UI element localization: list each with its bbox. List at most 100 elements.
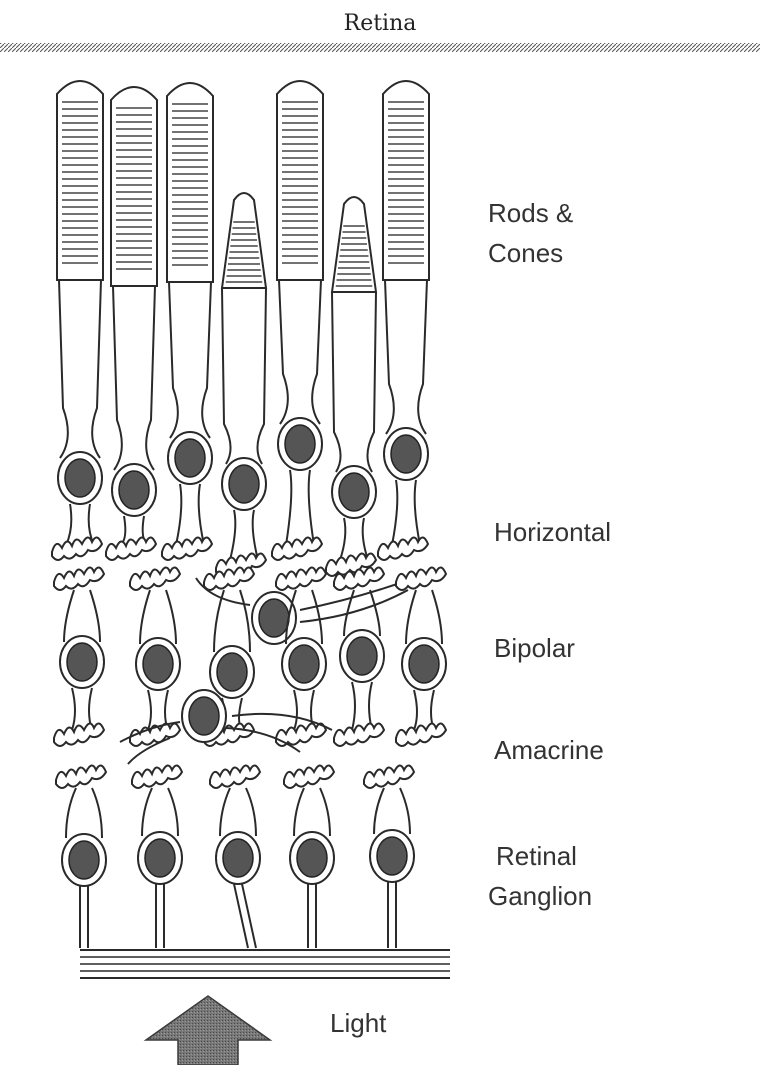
label-rods-cones-line1: Rods &	[488, 198, 573, 228]
rod-nucleus	[175, 439, 205, 477]
amacrine-nucleus	[189, 697, 219, 735]
rod-terminal	[162, 537, 212, 560]
rod-outer-segment	[111, 87, 157, 286]
rod-terminal	[378, 537, 428, 560]
bipolar-cell	[130, 567, 180, 746]
rod-inner-segment	[279, 280, 321, 424]
light-arrow-icon	[146, 996, 270, 1065]
bipolar-nucleus	[289, 645, 319, 683]
rod-outer-segment	[277, 81, 323, 280]
rod-axon	[176, 484, 204, 545]
ganglion-top-terminal	[364, 765, 414, 788]
rod-axon	[286, 470, 314, 545]
cone-cell	[326, 197, 376, 576]
label-light: Light	[330, 1008, 387, 1038]
cone-nucleus	[229, 465, 259, 503]
bipolar-bottom-terminal	[396, 723, 446, 746]
bipolar-dendrite	[64, 590, 100, 642]
cone-cell	[216, 193, 266, 576]
ganglion-axon	[234, 884, 256, 948]
bipolar-cell-layer	[54, 567, 446, 746]
ganglion-nucleus	[377, 837, 407, 875]
bipolar-nucleus	[409, 645, 439, 683]
label-horizontal: Horizontal	[494, 517, 611, 547]
rod-terminal	[52, 537, 102, 560]
rod-inner-segment	[385, 280, 427, 434]
cone-nucleus	[339, 473, 369, 511]
rod-inner-segment	[59, 280, 101, 458]
ganglion-top-terminal	[56, 765, 106, 788]
bipolar-bottom-terminal	[54, 723, 104, 746]
ganglion-nucleus	[145, 839, 175, 877]
page-title: Retina	[344, 11, 417, 36]
bipolar-dendrite	[140, 590, 176, 644]
bipolar-dendrite	[406, 590, 442, 644]
ganglion-top-terminal	[284, 765, 334, 788]
label-rods-cones-line2: Cones	[488, 238, 563, 268]
label-retinal-ganglion-line2: Ganglion	[488, 881, 592, 911]
rod-outer-segment	[383, 81, 429, 280]
ganglion-top-terminal	[132, 765, 182, 788]
rod-terminal	[272, 537, 322, 560]
rod-nucleus	[391, 435, 421, 473]
bipolar-dendrite	[214, 590, 250, 652]
bipolar-bottom-terminal	[334, 723, 384, 746]
ganglion-axon	[388, 882, 396, 948]
rod-nucleus	[65, 459, 95, 497]
optic-fibers	[80, 950, 450, 978]
rod-cell	[378, 81, 429, 560]
rod-outer-segment	[167, 83, 213, 282]
bipolar-top-terminal	[276, 567, 326, 590]
ganglion-axon	[80, 886, 88, 948]
cone-axon	[230, 510, 258, 560]
rod-axon	[392, 480, 420, 545]
bipolar-cell	[54, 567, 104, 746]
ganglion-cell-layer	[56, 765, 414, 948]
ganglion-cell	[132, 765, 182, 948]
bipolar-nucleus	[347, 637, 377, 675]
ganglion-dendrite	[374, 788, 410, 834]
bipolar-top-terminal	[54, 567, 104, 590]
bipolar-nucleus	[67, 643, 97, 681]
horizontal-nucleus	[259, 599, 289, 637]
ganglion-dendrite	[220, 788, 256, 836]
rod-outer-segment	[57, 81, 103, 280]
ganglion-axon	[308, 884, 316, 948]
rod-cell	[272, 81, 323, 560]
bipolar-top-terminal	[130, 567, 180, 590]
rod-inner-segment	[113, 286, 155, 470]
rod-cell	[52, 81, 103, 560]
ganglion-cell	[364, 765, 414, 948]
ganglion-nucleus	[69, 841, 99, 879]
ganglion-cell	[284, 765, 334, 948]
ganglion-nucleus	[297, 839, 327, 877]
bipolar-top-terminal	[396, 567, 446, 590]
cone-inner-segment	[222, 288, 266, 464]
layer-labels: Rods & Cones Horizontal Bipolar Amacrine…	[330, 198, 611, 1038]
label-amacrine: Amacrine	[494, 735, 604, 765]
ganglion-dendrite	[294, 788, 330, 836]
ganglion-dendrite	[66, 788, 102, 838]
label-bipolar: Bipolar	[494, 633, 575, 663]
bipolar-cell	[334, 567, 384, 746]
rod-nucleus	[285, 425, 315, 463]
ganglion-cell	[210, 765, 260, 948]
bipolar-cell	[396, 567, 446, 746]
ganglion-top-terminal	[210, 765, 260, 788]
rod-cell	[106, 87, 157, 560]
rod-terminal	[106, 537, 156, 560]
rod-nucleus	[119, 471, 149, 509]
ganglion-dendrite	[142, 788, 178, 836]
bipolar-nucleus	[217, 653, 247, 691]
rod-inner-segment	[169, 282, 211, 438]
ganglion-axon	[156, 884, 164, 948]
label-retinal-ganglion-line1: Retinal	[496, 841, 577, 871]
title-rule	[0, 43, 760, 52]
cone-inner-segment	[332, 292, 376, 472]
photoreceptor-layer	[52, 81, 429, 576]
bipolar-nucleus	[143, 645, 173, 683]
ganglion-cell	[56, 765, 106, 948]
bipolar-top-terminal	[204, 567, 254, 590]
ganglion-nucleus	[223, 839, 253, 877]
